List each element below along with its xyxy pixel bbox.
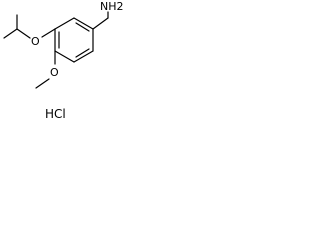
ring-double-bond (75, 22, 90, 32)
isopropyl-bond (16, 28, 31, 39)
methoxy-methyl-bond (35, 78, 50, 89)
methoxy-oxygen-label: O (50, 66, 59, 79)
amine-label: NH2 (100, 0, 123, 13)
ch2-bond (92, 17, 109, 30)
structure-canvas: NH2 O O HCl (0, 0, 123, 130)
benzene-ring (54, 17, 94, 63)
chemical-structure: NH2 O O HCl (3, 0, 123, 121)
ring-double-bond (75, 48, 90, 58)
ring-bond (73, 17, 94, 30)
ether-oxygen-label: O (31, 35, 40, 48)
ring-bond (54, 50, 75, 63)
ring-bond (73, 50, 94, 63)
ring-bond (54, 17, 75, 30)
ether-bond (41, 28, 56, 38)
salt-label: HCl (45, 107, 66, 121)
isopropyl-methyl-bond (3, 28, 18, 39)
